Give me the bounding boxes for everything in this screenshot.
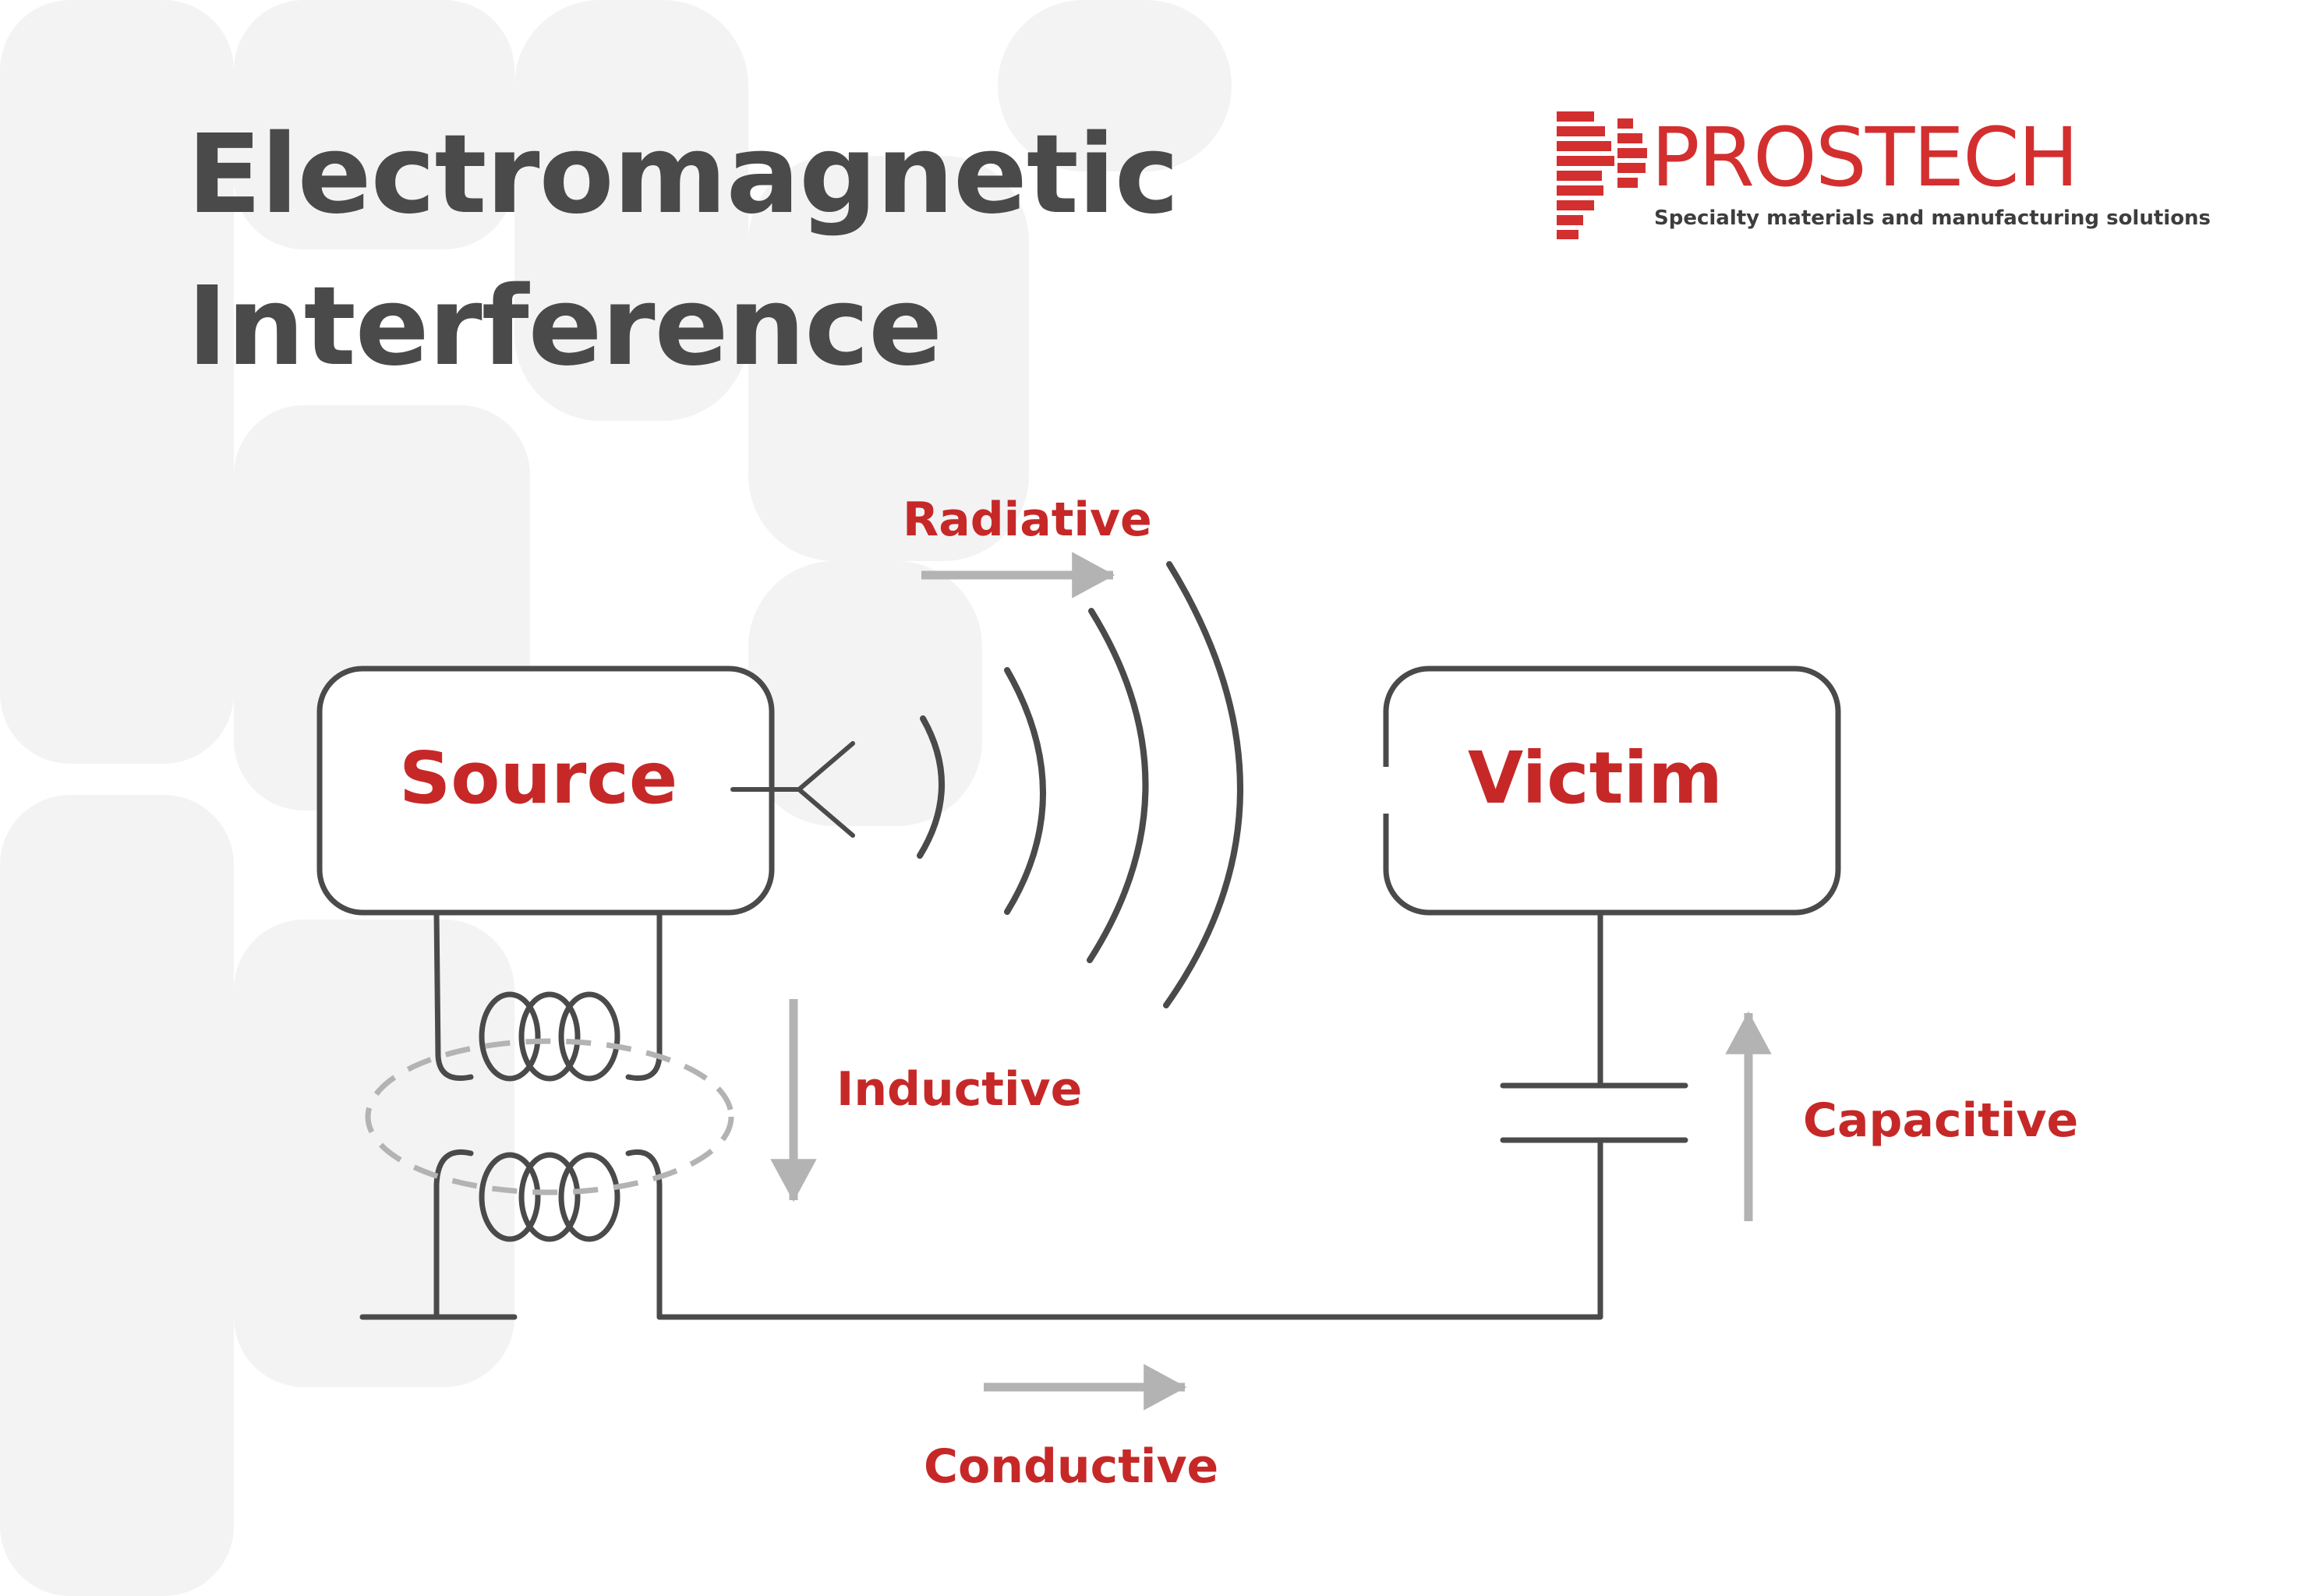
radiative-label: Radiative — [903, 493, 1152, 547]
conductive-label: Conductive — [924, 1439, 1219, 1494]
page-title-line-1: Electromagnetic — [187, 111, 1179, 238]
background-pattern — [0, 0, 1232, 1596]
brand-name: PROSTECH — [1651, 110, 2079, 205]
victim-label: Victim — [1468, 736, 1723, 820]
prostech-logo-mark — [1557, 111, 1647, 239]
page-title-line-2: Interference — [187, 263, 942, 390]
radiating-waves-icon — [917, 561, 1243, 1008]
capacitor-icon — [1500, 909, 1688, 1180]
brand-tagline: Specialty materials and manufacturing so… — [1654, 207, 2211, 230]
antenna-icon — [730, 741, 855, 838]
source-label: Source — [399, 736, 678, 820]
victim-box-gap — [1380, 767, 1392, 814]
capacitive-label: Capacitive — [1803, 1093, 2079, 1148]
inductive-coupling — [359, 909, 1603, 1320]
coupling-core — [365, 1038, 734, 1195]
inductive-label: Inductive — [836, 1062, 1083, 1117]
